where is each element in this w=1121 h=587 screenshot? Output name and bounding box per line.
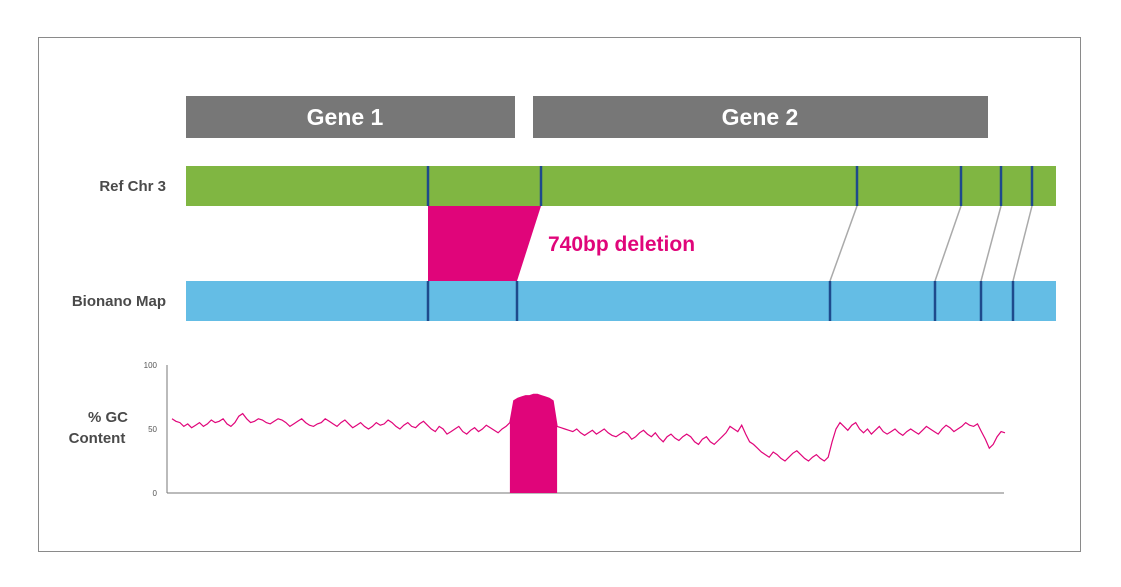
gene-2-label: Gene 2 (722, 104, 799, 130)
alignment-line (980, 205, 1002, 282)
deletion-label: 740bp deletion (548, 233, 695, 256)
gc-label-line1: % GC (88, 409, 128, 426)
gene-1-bar (186, 96, 515, 138)
gc-axes (166, 365, 1004, 494)
alignment-line (1012, 205, 1033, 282)
ref-markers (426, 166, 1034, 206)
deletion-wedge (428, 206, 541, 281)
map-markers (426, 281, 1015, 321)
bionano-map-label: Bionano Map (72, 293, 166, 310)
gc-tick-50: 50 (148, 425, 157, 434)
gc-label-line2: Content (69, 430, 126, 447)
alignment-line (829, 205, 858, 282)
alignment-lines (829, 205, 1033, 282)
ref-chr-label: Ref Chr 3 (99, 178, 166, 195)
bionano-map-track (186, 281, 1056, 321)
gc-tick-0: 0 (153, 489, 158, 498)
gc-tick-100: 100 (144, 361, 158, 370)
gc-plot-area (171, 393, 1006, 493)
ref-chr-track (186, 166, 1056, 206)
gene-2-bar (533, 96, 988, 138)
gc-content-line (171, 393, 1006, 462)
gc-deletion-fill (509, 394, 558, 493)
alignment-line (934, 205, 962, 282)
gene-1-label: Gene 1 (307, 104, 384, 130)
